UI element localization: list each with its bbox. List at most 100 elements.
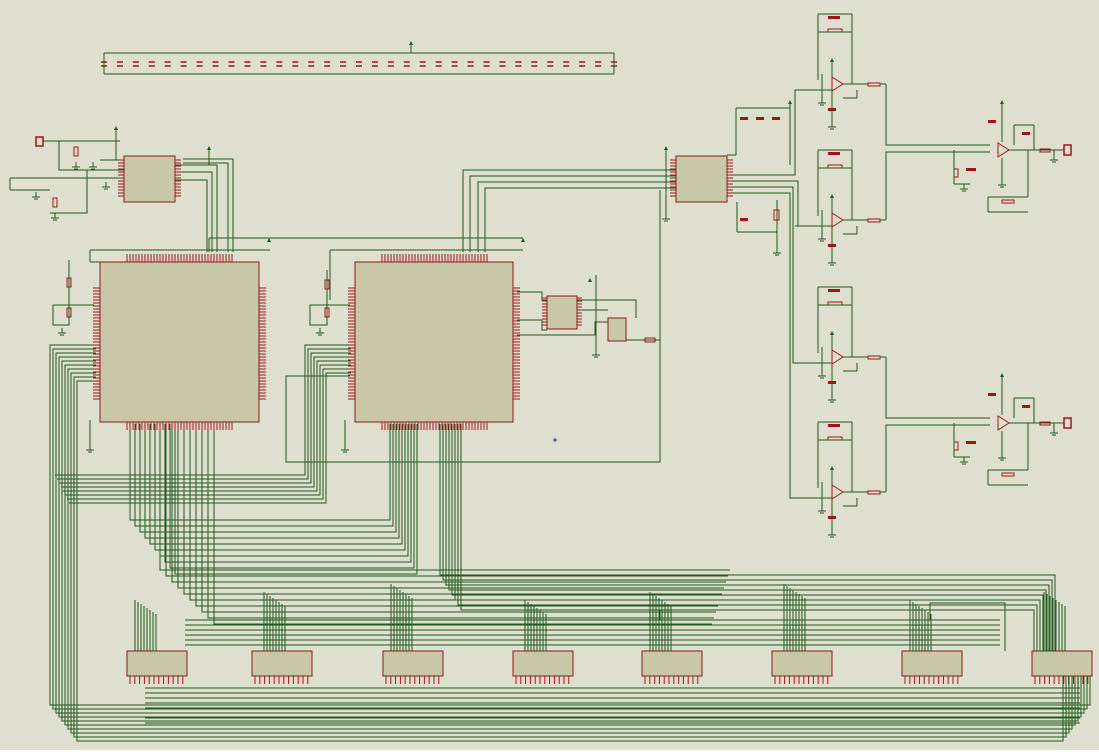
ground-symbol bbox=[1050, 155, 1058, 163]
wire bbox=[159, 424, 730, 571]
wire bbox=[73, 376, 1067, 738]
wire bbox=[201, 424, 716, 613]
bottom-ic-5 bbox=[641, 650, 703, 684]
wiring bbox=[9, 13, 1091, 742]
wire bbox=[59, 352, 351, 484]
power-arrow bbox=[521, 238, 525, 242]
mcu-left bbox=[99, 261, 260, 423]
wire bbox=[67, 368, 1073, 730]
wire bbox=[49, 344, 1091, 706]
wire bbox=[61, 356, 351, 488]
ground-symbol bbox=[51, 213, 59, 221]
power-arrow bbox=[830, 466, 834, 470]
wire bbox=[164, 424, 412, 563]
dac-ic bbox=[675, 155, 728, 203]
mcu-right bbox=[354, 261, 514, 423]
ic-body bbox=[901, 650, 963, 677]
wire bbox=[439, 424, 1056, 651]
wire bbox=[885, 151, 990, 220]
wire bbox=[469, 175, 676, 252]
ground-symbol bbox=[998, 180, 1006, 188]
power-arrow bbox=[1000, 373, 1004, 377]
wire bbox=[65, 364, 351, 496]
decoupling-capacitor-bank bbox=[101, 61, 617, 67]
ground-symbol bbox=[1050, 428, 1058, 436]
ground-symbol bbox=[828, 395, 836, 403]
wire bbox=[309, 270, 350, 326]
ground-symbol bbox=[818, 98, 826, 106]
wire bbox=[195, 424, 718, 607]
opamp-triangle bbox=[831, 349, 844, 365]
wire bbox=[448, 424, 1047, 651]
wire bbox=[451, 424, 1044, 651]
wire bbox=[885, 424, 990, 492]
wire bbox=[144, 424, 400, 539]
power-arrow bbox=[114, 126, 118, 130]
ground-symbol bbox=[341, 445, 349, 453]
wire bbox=[207, 424, 714, 619]
power-arrow bbox=[830, 58, 834, 62]
wire bbox=[149, 424, 403, 545]
capacitor bbox=[756, 117, 764, 120]
ic-body bbox=[641, 650, 703, 677]
wire bbox=[69, 372, 351, 504]
power-arrow bbox=[207, 146, 211, 150]
ground-symbol bbox=[828, 258, 836, 266]
bottom-ic-7 bbox=[901, 650, 963, 684]
power-arrow bbox=[830, 331, 834, 335]
wire bbox=[457, 424, 1038, 651]
wire bbox=[442, 424, 1053, 651]
wire bbox=[885, 357, 990, 419]
chip-pins bbox=[93, 159, 733, 430]
wire bbox=[67, 368, 351, 500]
wire bbox=[727, 186, 818, 364]
wire bbox=[61, 360, 1079, 722]
wire bbox=[52, 260, 94, 326]
wire bbox=[175, 171, 213, 252]
wire bbox=[165, 424, 728, 577]
ground-symbol bbox=[89, 162, 97, 170]
wire bbox=[285, 190, 661, 463]
wire bbox=[727, 89, 818, 176]
capacitor bbox=[740, 117, 748, 120]
feedback-capacitor bbox=[828, 289, 840, 292]
opamp-triangle bbox=[831, 76, 844, 92]
wire bbox=[454, 424, 1041, 651]
small-ic-group bbox=[546, 295, 627, 342]
feedback-capacitor bbox=[828, 152, 840, 155]
wire bbox=[477, 181, 676, 252]
bottom-ic-row bbox=[126, 650, 1093, 684]
bypass-capacitor bbox=[988, 120, 996, 123]
bottom-ic-4 bbox=[512, 650, 574, 684]
wire bbox=[58, 356, 1082, 718]
resistor bbox=[73, 146, 79, 157]
wire bbox=[175, 164, 218, 252]
mcu-left-body bbox=[99, 261, 260, 423]
ground-symbol bbox=[72, 162, 80, 170]
wire bbox=[462, 169, 676, 252]
wire bbox=[129, 424, 391, 521]
ground-symbol bbox=[998, 453, 1006, 461]
ground-symbol bbox=[818, 234, 826, 242]
power-arrow bbox=[1000, 100, 1004, 104]
wire bbox=[659, 602, 1006, 651]
wire bbox=[55, 344, 351, 476]
feedback-capacitor bbox=[828, 16, 840, 19]
wire bbox=[52, 348, 1088, 710]
wire bbox=[183, 158, 234, 252]
wire bbox=[134, 424, 394, 527]
wire bbox=[460, 424, 1035, 651]
wire bbox=[727, 180, 818, 227]
wire bbox=[50, 170, 88, 214]
ground-symbol bbox=[86, 445, 94, 453]
feedback-resistor bbox=[1001, 472, 1015, 477]
ground-symbol bbox=[592, 350, 600, 358]
wire bbox=[577, 299, 637, 318]
ground-symbol bbox=[773, 248, 781, 256]
feedback-capacitor bbox=[828, 424, 840, 427]
wire bbox=[171, 424, 726, 583]
ic-body bbox=[512, 650, 574, 677]
bottom-ic-3 bbox=[382, 650, 444, 684]
